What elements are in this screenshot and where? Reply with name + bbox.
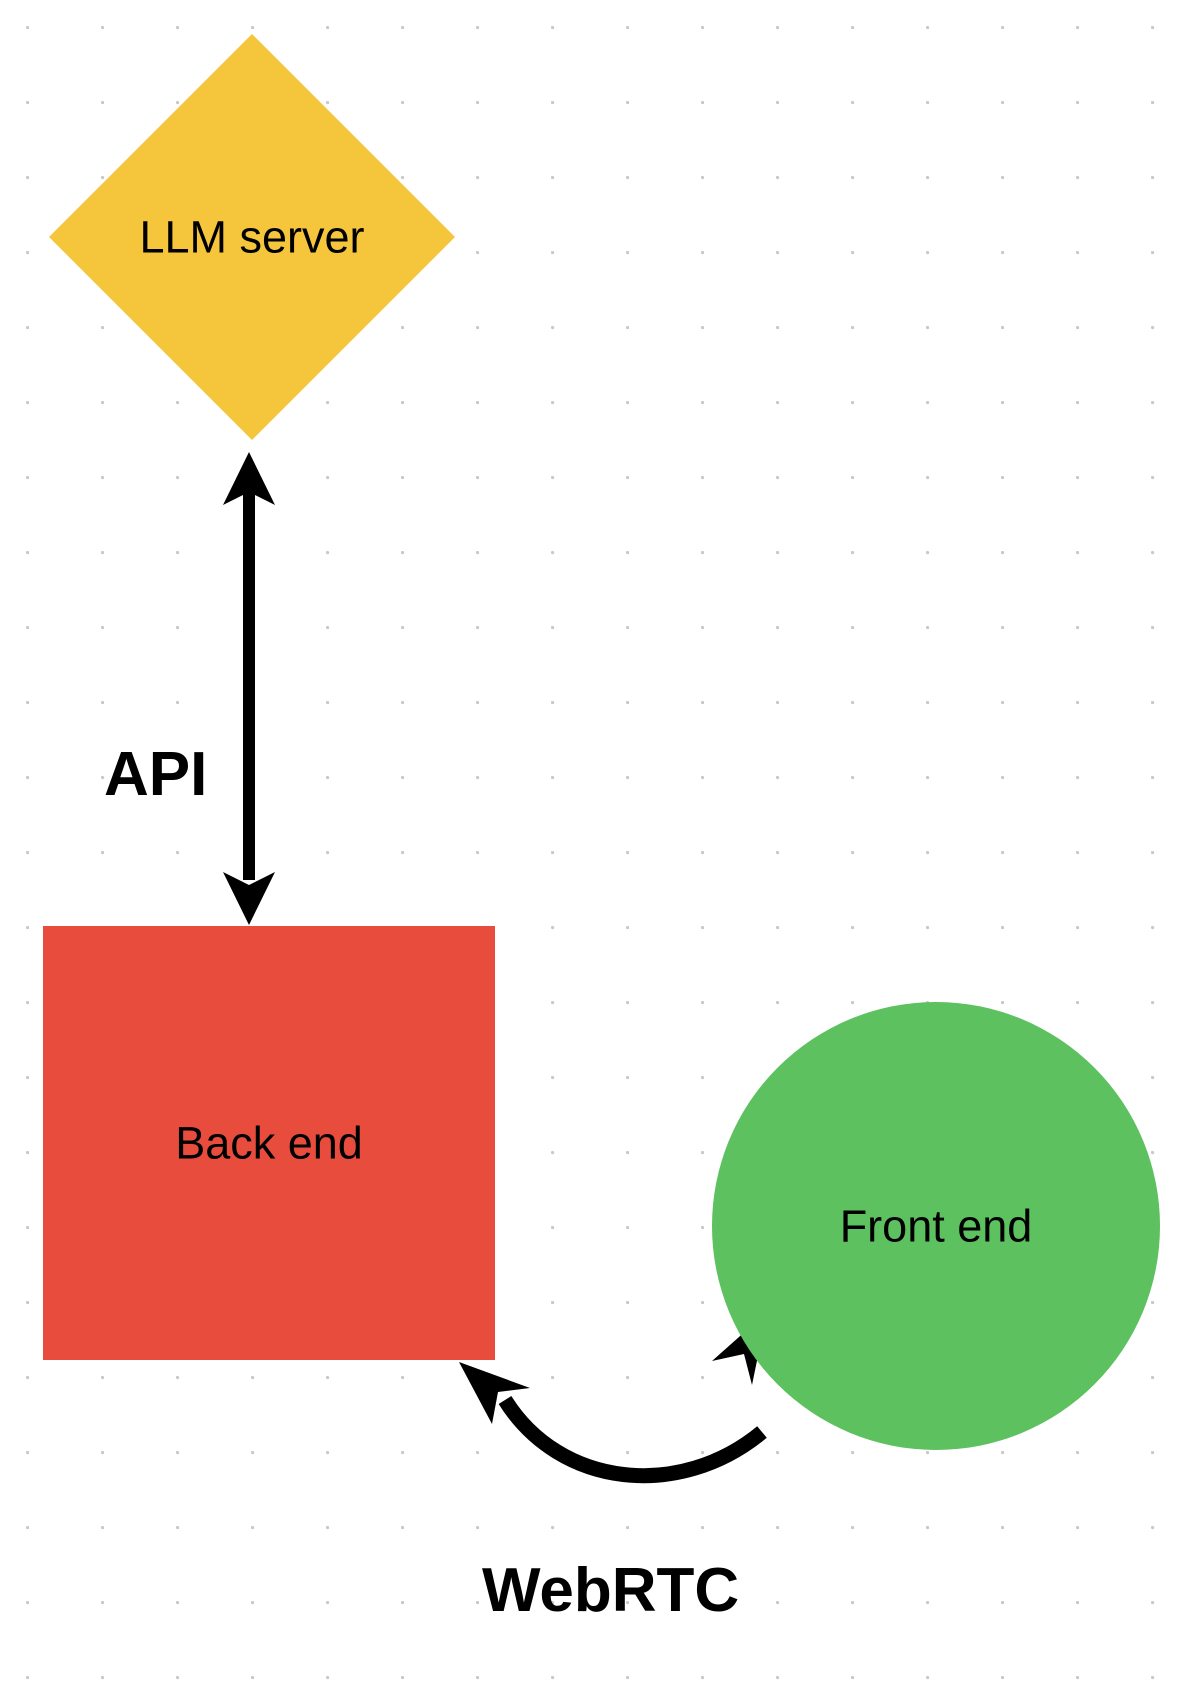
webrtc-arrowhead-left	[459, 1362, 530, 1424]
node-back-end[interactable]: Back end	[43, 926, 495, 1360]
api-arrowhead-up	[223, 452, 275, 505]
edge-label-webrtc: WebRTC	[482, 1556, 740, 1625]
webrtc-connector-curve	[498, 1395, 767, 1484]
diamond-shape	[49, 34, 455, 440]
node-llm-server[interactable]: LLM server	[49, 34, 455, 440]
api-connector[interactable]	[223, 452, 275, 925]
circle-shape	[712, 1002, 1160, 1450]
square-shape	[43, 926, 495, 1360]
node-front-end[interactable]: Front end	[712, 1002, 1160, 1450]
edge-label-api: API	[104, 740, 208, 809]
api-arrowhead-down	[223, 872, 275, 925]
